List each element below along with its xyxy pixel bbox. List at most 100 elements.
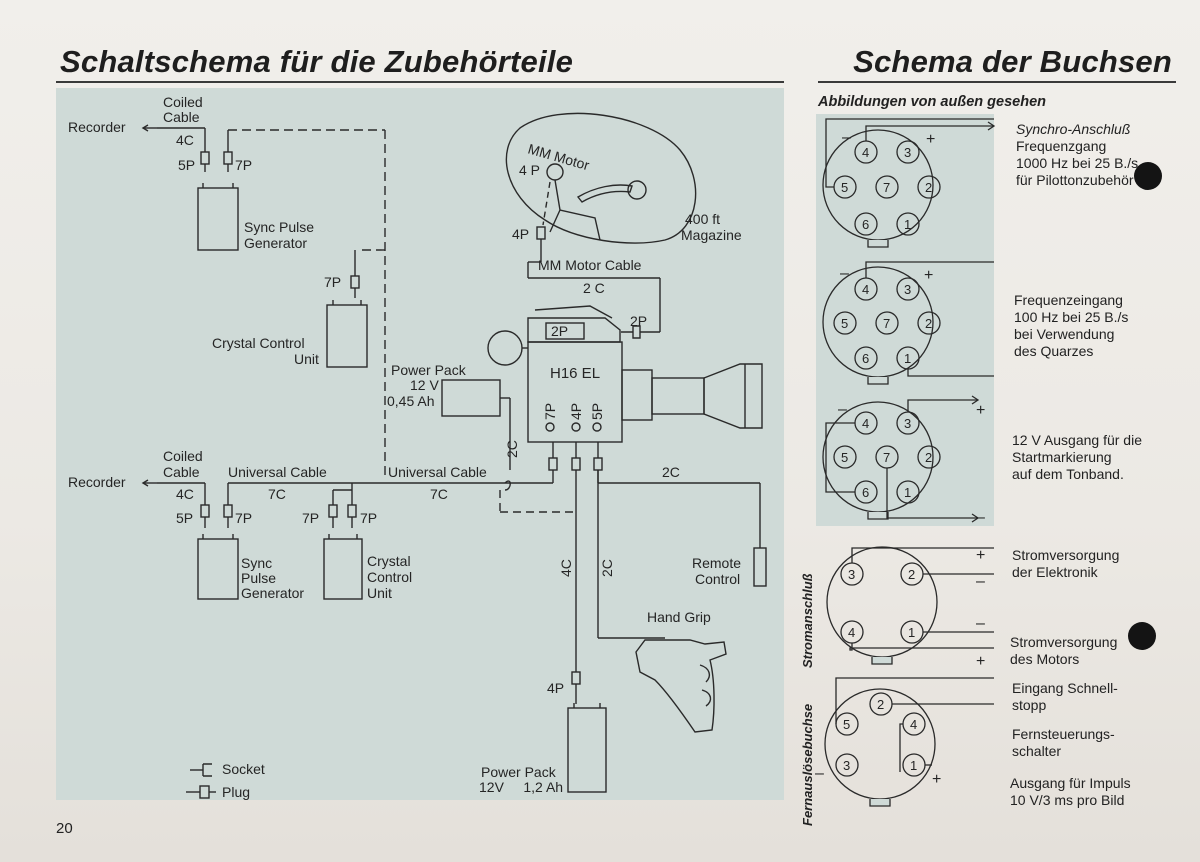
label-recorder-bottom: Recorder — [68, 474, 126, 490]
subheading-outside-view: Abbildungen von außen gesehen — [818, 94, 1046, 110]
label-power-pack-small-3: 0,45 Ah — [387, 393, 435, 409]
socket-diagram-panel — [816, 114, 994, 526]
socket-power: 3 2 4 1 + – – + — [826, 546, 994, 670]
label-2c-grip: 2C — [599, 559, 615, 577]
label-power-pack-large-2: 12V 1,2 Ah — [479, 779, 563, 795]
label-4p-motor-cable: 4P — [512, 226, 529, 242]
label-camera-socket-7p: 7P — [542, 403, 558, 420]
label-crystal-bottom-1: Crystal — [367, 553, 411, 569]
label-coiled-cable-bottom-2: Cable — [163, 464, 200, 480]
socket-synchro: 4 3 5 7 2 6 1 – + — [822, 118, 996, 248]
socket-remote-pin-1: 1 — [910, 758, 917, 773]
socket-synchro-pin-2: 2 — [925, 180, 932, 195]
label-7c-left: 7C — [268, 486, 286, 502]
camera-socket-5p — [592, 422, 602, 432]
socket-remote: 2 5 4 3 1 – + — [815, 677, 994, 807]
desc-synchro-title: Synchro-Anschluß — [1016, 121, 1131, 137]
label-hand-grip: Hand Grip — [647, 609, 711, 625]
socket-start-plus-top: + — [976, 402, 985, 419]
label-7p-bottom: 7P — [235, 510, 252, 526]
label-7p-top: 7P — [235, 157, 252, 173]
socket-synchro-pin-4: 4 — [862, 145, 869, 160]
hand-grip — [635, 639, 727, 733]
desc-power-motor: Stromversorgung des Motors — [1010, 634, 1118, 667]
socket-power-pin-2: 2 — [908, 567, 915, 582]
socket-power-sign-4: + — [976, 653, 985, 670]
label-4c-top: 4C — [176, 132, 194, 148]
desc-remote-switch: Fernsteuerungs- schalter — [1012, 726, 1115, 759]
plug-2p-left — [545, 322, 585, 340]
label-sync-gen-bottom-3: Generator — [241, 585, 304, 601]
label-4c-vertical: 4C — [558, 559, 574, 577]
desc-synchro: Frequenzgang 1000 Hz bei 25 B./s für Pil… — [1016, 138, 1139, 188]
crystal-control-unit-top — [326, 304, 368, 368]
label-power-pack-small-2: 12 V — [410, 377, 439, 393]
label-5p-bottom: 5P — [176, 510, 193, 526]
socket-freq-pin-5: 5 — [841, 316, 848, 331]
label-5p-top: 5P — [178, 157, 195, 173]
label-camera: H16 EL — [550, 365, 600, 382]
label-2p-right: 2P — [630, 313, 647, 329]
label-7p-bottom-2: 7P — [302, 510, 319, 526]
label-2c-motor: 2 C — [583, 280, 605, 296]
socket-freq-pin-3: 3 — [904, 282, 911, 297]
motor-body — [549, 179, 601, 241]
socket-freq-pin-6: 6 — [862, 351, 869, 366]
heading-rule-left — [56, 81, 784, 83]
label-universal-cable-left: Universal Cable — [228, 464, 327, 480]
label-camera-socket-5p: 5P — [589, 403, 605, 420]
label-7c-right: 7C — [430, 486, 448, 502]
heading-socket-diagram: Schema der Buchsen — [853, 44, 1172, 79]
legend-plug: Plug — [222, 784, 250, 800]
label-remote-2: Control — [695, 571, 740, 587]
plug-2p-right — [621, 325, 641, 339]
socket-freq-pin-1: 1 — [904, 351, 911, 366]
label-sync-gen-top-2: Generator — [244, 235, 307, 251]
label-2c-remote: 2C — [662, 464, 680, 480]
label-magazine-1: 400 ft — [685, 211, 720, 227]
heading-wiring-diagram: Schaltschema für die Zubehörteile — [60, 44, 574, 79]
magazine-outline — [505, 112, 697, 244]
label-4p-battery: 4P — [547, 680, 564, 696]
label-crystal-bottom-2: Control — [367, 569, 412, 585]
socket-synchro-pin-1: 1 — [904, 217, 911, 232]
socket-freq-minus: – — [840, 265, 849, 282]
legend-socket: Socket — [222, 761, 265, 777]
label-7p-bottom-3: 7P — [360, 510, 377, 526]
side-label-power: Stromanschluß — [800, 573, 815, 668]
desc-start-marking: 12 V Ausgang für die Startmarkierung auf… — [1012, 432, 1142, 482]
socket-remote-plus: + — [932, 771, 941, 788]
desc-quickstop: Eingang Schnell- stopp — [1012, 680, 1118, 713]
camera-socket-4p — [571, 422, 581, 432]
binder-hole-bottom — [1128, 622, 1156, 650]
socket-remote-pin-3: 3 — [843, 758, 850, 773]
page-number: 20 — [56, 820, 73, 837]
label-2c-vertical: 2C — [504, 440, 520, 458]
label-power-pack-small-1: Power Pack — [391, 362, 467, 378]
socket-remote-pin-4: 4 — [910, 717, 917, 732]
label-sync-gen-bottom-2: Pulse — [241, 570, 276, 586]
sync-pulse-generator-bottom — [197, 538, 239, 600]
side-label-remote: Fernauslösebuchse — [800, 703, 815, 826]
socket-start-pin-1: 1 — [904, 485, 911, 500]
label-mm-motor-cable: MM Motor Cable — [538, 257, 642, 273]
socket-synchro-minus: – — [842, 129, 851, 146]
socket-remote-pin-5: 5 — [843, 717, 850, 732]
label-crystal-top-2: Unit — [294, 351, 319, 367]
remote-control — [753, 547, 767, 587]
socket-start-minus: – — [838, 401, 847, 418]
magazine-window — [576, 184, 633, 203]
socket-power-pin-3: 3 — [848, 567, 855, 582]
sync-pulse-generator-top — [197, 187, 239, 251]
label-4p-motor: 4 P — [519, 162, 540, 178]
socket-power-sign-1: + — [976, 547, 985, 564]
socket-remote-minus: – — [815, 765, 824, 782]
socket-power-sign-3: – — [976, 615, 985, 632]
label-camera-socket-4p: 4P — [568, 403, 584, 420]
crystal-control-unit-bottom — [323, 538, 363, 600]
label-2p-left: 2P — [551, 323, 568, 339]
socket-synchro-pin-7: 7 — [883, 180, 890, 195]
label-coiled-cable-top-1: Coiled — [163, 94, 203, 110]
